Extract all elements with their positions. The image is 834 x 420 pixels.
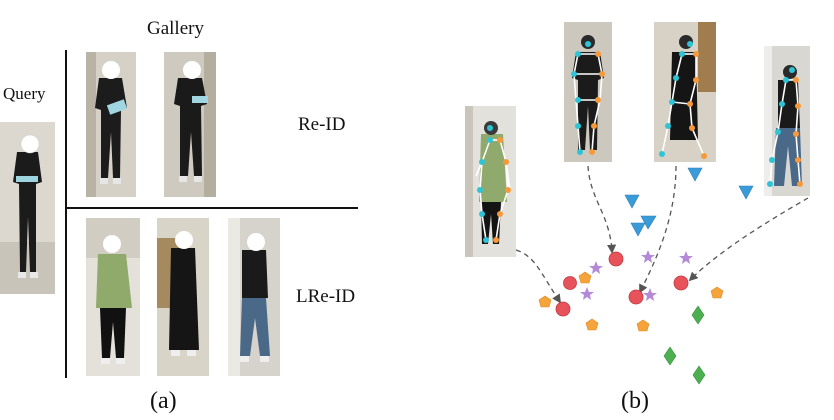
circle-marker [628,289,644,305]
star-markers [580,250,693,301]
arrow-2 [587,165,617,254]
diamond-marker [663,346,677,366]
arrow-4 [688,197,809,282]
skeleton-joints-4 [767,67,803,187]
diamond-markers [663,305,706,385]
lreid-label: LRe-ID [296,286,356,307]
query-person-photo [0,122,55,294]
pentagon-marker [585,318,599,331]
skeleton-overlay-3 [661,53,705,157]
diamond-marker [692,365,706,385]
star-marker [641,250,655,263]
circle-marker [555,301,571,317]
diamond-marker [691,305,705,325]
skeleton-overlay-2 [573,53,603,153]
triangle-marker [624,194,640,209]
arrow-3 [639,165,677,294]
triangle-marker [738,185,754,200]
gallery-lreid-photo-1 [86,218,140,376]
pentagon-marker [578,271,592,284]
triangle-marker [640,215,657,230]
skeleton-joints-1 [477,125,511,243]
query-person-figure [0,122,55,294]
caption-b: (b) [621,388,649,414]
triangle-marker [687,167,703,182]
triangle-marker [630,222,646,237]
gallery-reid-photo-2 [164,52,216,197]
star-marker [679,251,693,264]
query-label: Query [3,84,46,103]
circle-marker [608,251,624,267]
pentagon-marker [538,295,552,308]
reid-label: Re-ID [298,114,346,135]
pentagon-marker [710,286,724,299]
arrow-1 [515,249,562,304]
triangle-markers [624,167,754,237]
circle-marker [563,276,577,290]
star-marker [580,287,594,300]
gallery-lreid-photo-2 [157,218,209,376]
gallery-label: Gallery [147,18,204,39]
gallery-reid-photo-1 [86,52,136,197]
skeleton-joints-3 [659,41,707,159]
star-marker [643,288,657,301]
pentagon-marker [636,319,650,332]
gallery-lreid-photo-3 [228,218,280,376]
dashed-arrows [515,165,809,304]
pentagon-markers [538,271,724,332]
skeleton-joints-2 [571,41,605,155]
star-marker [589,261,603,274]
caption-a: (a) [150,388,177,414]
circle-markers [555,251,689,317]
circle-marker [673,275,689,291]
